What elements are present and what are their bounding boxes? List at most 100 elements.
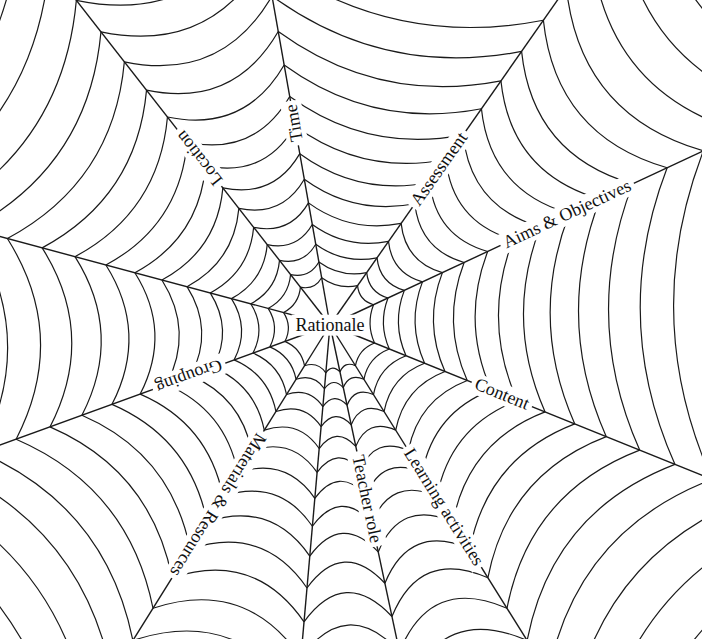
web-thread — [566, 0, 702, 151]
web-thread — [640, 168, 675, 465]
web-thread — [415, 204, 464, 263]
web-thread — [312, 225, 388, 244]
web-thread — [276, 409, 321, 427]
web-thread — [488, 437, 606, 578]
web-thread — [322, 278, 358, 287]
web-thread — [463, 135, 540, 227]
web-thread — [0, 0, 49, 207]
web-thread — [166, 385, 237, 473]
web-thread — [422, 390, 491, 472]
web-thread — [326, 368, 340, 373]
web-thread — [231, 299, 241, 360]
web-thread — [681, 0, 702, 66]
web-thread — [550, 213, 575, 423]
web-thread — [191, 376, 252, 451]
web-thread — [619, 0, 702, 112]
web-thread — [0, 534, 6, 639]
web-thread — [370, 305, 374, 343]
web-thread — [649, 0, 702, 90]
web-thread — [296, 378, 324, 389]
web-thread — [187, 208, 239, 286]
web-thread — [239, 179, 304, 210]
web-thread — [0, 229, 8, 453]
web-thread — [190, 542, 307, 588]
web-thread — [133, 631, 298, 639]
web-thread — [373, 356, 406, 395]
web-thread — [284, 313, 289, 342]
web-thread — [347, 392, 373, 405]
web-thread — [253, 353, 287, 394]
web-thread — [453, 262, 467, 380]
web-thread — [597, 514, 702, 639]
web-thread — [285, 341, 305, 365]
web-thread — [207, 516, 310, 556]
web-thread — [407, 629, 527, 639]
web-thread — [304, 179, 415, 206]
web-thread — [187, 97, 290, 145]
web-thread — [481, 109, 569, 214]
web-thread — [251, 304, 259, 353]
web-thread — [106, 265, 129, 404]
web-spoke — [0, 0, 330, 325]
centre-label: Rationale — [292, 315, 369, 336]
web-thread — [522, 51, 633, 183]
web-thread — [140, 394, 223, 496]
web-thread — [548, 479, 702, 639]
web-thread — [321, 417, 351, 427]
web-thread — [287, 392, 323, 406]
web-thread — [383, 298, 389, 349]
web-thread — [135, 166, 206, 273]
spoke-label: Grouping — [149, 353, 228, 399]
web-thread — [147, 32, 279, 94]
web-thread — [112, 404, 207, 521]
web-thread — [304, 593, 392, 622]
web-thread — [367, 273, 388, 298]
web-thread — [0, 32, 101, 229]
web-thread — [75, 257, 101, 416]
web-thread — [507, 450, 640, 608]
web-thread — [16, 439, 153, 608]
web-thread — [364, 349, 389, 379]
web-thread — [654, 554, 702, 639]
web-thread — [0, 0, 20, 195]
web-thread — [453, 412, 545, 522]
spoke-label: Content — [468, 373, 536, 417]
web-thread — [377, 258, 404, 291]
web-thread — [268, 275, 290, 309]
web-thread — [437, 401, 517, 497]
web-thread — [392, 569, 488, 617]
web-thread — [319, 436, 356, 448]
web-thread — [206, 126, 295, 168]
web-thread — [498, 240, 517, 401]
web-thread — [284, 65, 481, 114]
web-thread — [408, 380, 467, 450]
web-thread — [415, 282, 425, 363]
spoke-label: Teacher role — [347, 449, 387, 548]
web-thread — [433, 273, 445, 372]
web-thread — [323, 399, 347, 407]
web-thread — [82, 415, 190, 549]
web-spoke — [0, 325, 330, 639]
web-thread — [674, 151, 702, 479]
web-spoke — [243, 325, 330, 639]
web-thread — [399, 598, 507, 639]
web-thread — [172, 570, 304, 622]
web-thread — [340, 364, 355, 372]
web-thread — [7, 239, 40, 440]
web-thread — [42, 90, 146, 248]
web-thread — [291, 262, 319, 275]
web-thread — [153, 600, 301, 639]
web-thread — [324, 382, 343, 388]
web-thread — [265, 0, 543, 28]
web-thread — [0, 481, 88, 639]
web-thread — [0, 452, 133, 639]
web-thread — [223, 154, 300, 190]
spoke-label: Location — [169, 123, 230, 192]
web-thread — [76, 0, 258, 5]
web-thread — [300, 278, 321, 288]
web-thread — [305, 364, 326, 372]
web-thread — [290, 97, 463, 140]
web-thread — [572, 496, 702, 639]
spoke-label: Materials & Resources — [163, 426, 272, 584]
